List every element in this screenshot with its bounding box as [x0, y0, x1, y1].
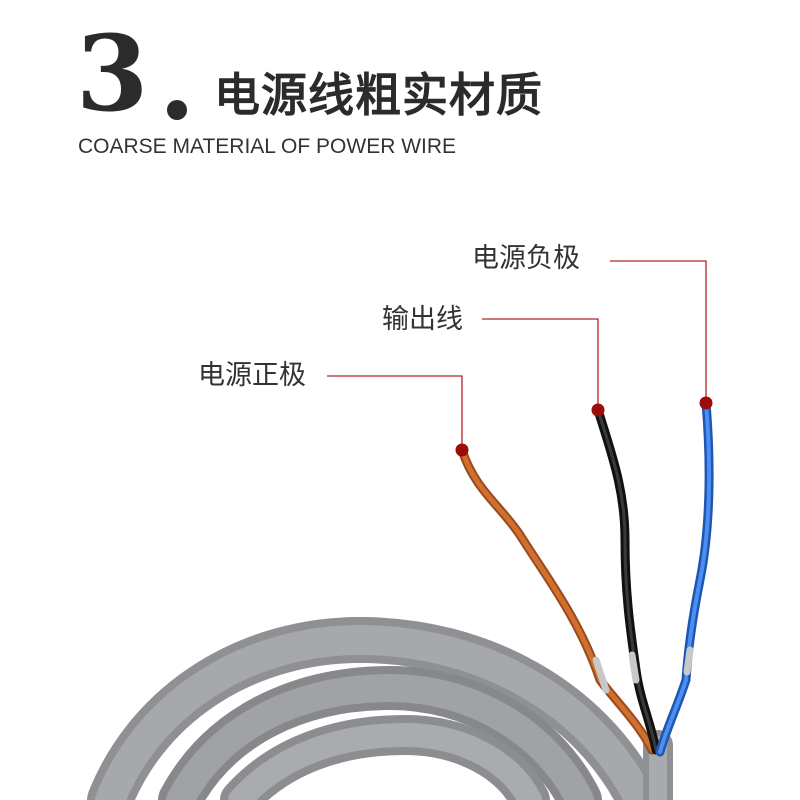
- callout-dot-positive: [455, 443, 469, 457]
- section-number: 3: [76, 12, 149, 135]
- section-number-dot: [167, 100, 187, 120]
- wire-bundle: [457, 398, 714, 757]
- callout-line-negative: [610, 260, 707, 403]
- cable-jacket: [87, 616, 673, 800]
- callout-line-positive: [327, 375, 463, 450]
- section-subtitle: COARSE MATERIAL OF POWER WIRE: [78, 135, 457, 158]
- callout-lines: [327, 260, 707, 450]
- callout-dot-output: [591, 403, 605, 417]
- callout-dots: [455, 396, 713, 457]
- callout-dot-negative: [699, 396, 713, 410]
- callout-label-output: 输出线: [382, 304, 463, 335]
- callout-label-positive: 电源正极: [198, 360, 306, 391]
- section-title: 电源线粗实材质: [214, 68, 543, 122]
- callout-label-negative: 电源负极: [472, 243, 580, 274]
- callout-line-output: [482, 318, 599, 410]
